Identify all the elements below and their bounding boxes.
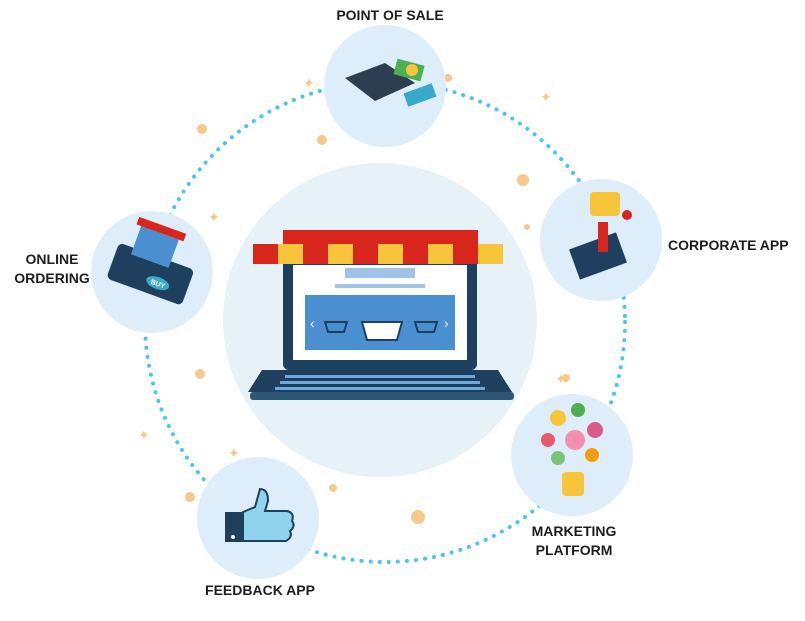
basket-icon	[360, 321, 404, 341]
label-marketing: MARKETING	[532, 523, 617, 539]
lightbulb-ideas-icon	[541, 403, 603, 496]
node-corporate-app[interactable]: CORPORATE APP	[540, 179, 789, 301]
label-corporate-app: CORPORATE APP	[668, 237, 789, 253]
carousel-next-icon: ›	[444, 315, 449, 331]
buy-badge: BUY	[149, 279, 166, 291]
node-point-of-sale[interactable]: POINT OF SALE	[324, 7, 446, 147]
svg-text:✦: ✦	[303, 75, 315, 91]
node-marketing-platform[interactable]: MARKETING PLATFORM	[511, 394, 633, 558]
phone-shop-icon: BUY	[107, 216, 194, 305]
svg-text:✦: ✦	[208, 209, 220, 225]
label-ordering: ORDERING	[14, 270, 90, 286]
thumbs-up-icon	[225, 487, 295, 542]
sparkle-icons: ✦ ✦ ✦ ✦ ✦ ✦	[138, 75, 567, 461]
node-feedback-app[interactable]: FEEDBACK APP	[197, 457, 319, 598]
label-platform: PLATFORM	[536, 542, 613, 558]
svg-text:✦: ✦	[540, 89, 552, 105]
svg-text:✦: ✦	[555, 371, 567, 387]
svg-text:✦: ✦	[138, 427, 150, 443]
label-feedback-app: FEEDBACK APP	[205, 582, 315, 598]
decorative-dots	[185, 74, 570, 524]
label-point-of-sale: POINT OF SALE	[336, 7, 443, 23]
laptop-storefront-icon: ‹ ›	[248, 230, 514, 400]
carousel-prev-icon: ‹	[310, 315, 315, 331]
label-online: ONLINE	[26, 251, 79, 267]
svg-text:✦: ✦	[228, 445, 240, 461]
node-online-ordering[interactable]: BUY ONLINE ORDERING	[14, 211, 213, 333]
